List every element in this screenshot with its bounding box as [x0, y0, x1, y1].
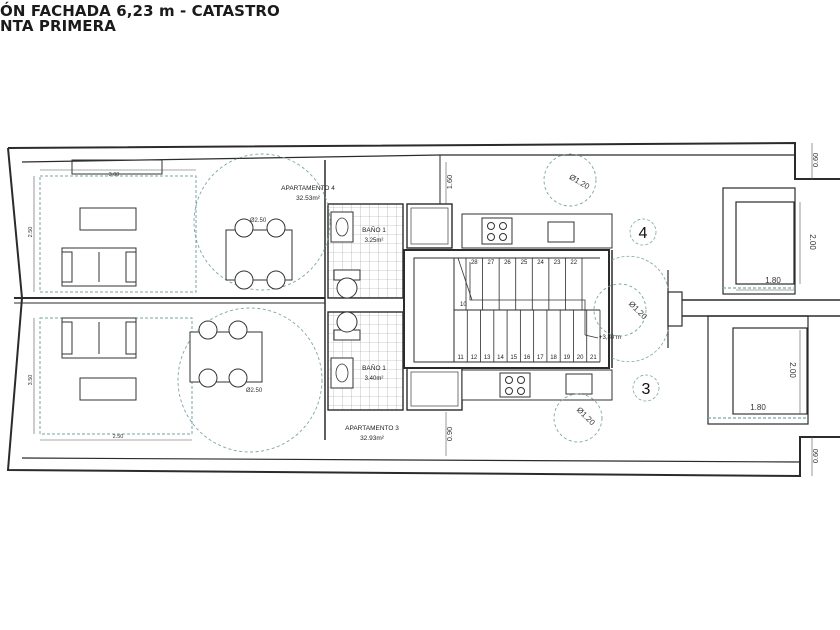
- stair-step-number: 15: [510, 355, 517, 361]
- apartment-4-name: APARTAMENTO 4: [281, 185, 335, 192]
- kitchen-bottom: [461, 369, 613, 401]
- dim-width-bottom: 2.50: [113, 434, 124, 440]
- unit-number-3-label: 3: [642, 381, 651, 398]
- stair-step-labels-bottom: 11 12 13 14 15 16 17 18 19 20 21: [458, 355, 598, 361]
- dining-bottom: [189, 320, 263, 388]
- dim-balcony-bottom-h: 2.00: [788, 362, 797, 378]
- stair-step-number: 23: [554, 260, 561, 266]
- stair-step-number: 22: [570, 260, 577, 266]
- stair-step-number: 18: [550, 355, 557, 361]
- bathroom-bottom-area: 3.40m²: [365, 376, 384, 382]
- plan-subtitle: NTA PRIMERA: [0, 17, 117, 35]
- stair-step-number: 21: [590, 355, 597, 361]
- living-top: [39, 159, 197, 293]
- living-bottom: [39, 317, 193, 435]
- unit-number-4-label: 4: [639, 225, 648, 242]
- dim-balcony-bottom-w: 1.80: [750, 403, 766, 412]
- stair-step-number: 19: [563, 355, 570, 361]
- apartment-3-area: 32.93m²: [360, 435, 385, 442]
- stair-step-number: 11: [458, 355, 465, 361]
- stair-landing-label: 10: [460, 302, 467, 308]
- dim-circle-dining-top: Ø2.50: [250, 218, 267, 224]
- dim-turning-bottom: Ø1.20: [575, 405, 597, 427]
- party-wall: [14, 160, 326, 440]
- balcony-top: [722, 187, 796, 295]
- apartment-3-name: APARTAMENTO 3: [345, 425, 399, 432]
- dim-setback-top: 0.60: [811, 153, 820, 168]
- stair-step-number: 14: [497, 355, 504, 361]
- kitchen-top: [461, 213, 613, 249]
- unit-number-3: 3: [632, 374, 660, 402]
- stair-step-number: 16: [524, 355, 531, 361]
- stair-treads: [453, 258, 601, 362]
- bathroom-top-name: BAÑO 1: [362, 225, 386, 234]
- dimension-lines: [33, 143, 813, 476]
- building-outline: [6, 141, 840, 478]
- bathroom-bottom: [327, 311, 463, 411]
- stair-arrow: [457, 257, 599, 339]
- clearance-circles: [177, 153, 647, 453]
- dim-height-left-top: 2.50: [28, 227, 34, 238]
- door-arcs: [611, 255, 669, 363]
- dining-top: [225, 218, 293, 290]
- stair-core: [403, 249, 610, 369]
- stair-step-number: 13: [484, 355, 491, 361]
- bathroom-top-area: 3.25m²: [365, 238, 384, 244]
- dim-turning-top: Ø1.20: [568, 172, 592, 191]
- stair-step-number: 12: [471, 355, 478, 361]
- dim-balcony-top-w: 1.80: [765, 276, 781, 285]
- bathroom-bottom-name: BAÑO 1: [362, 363, 386, 372]
- title-block: ÓN FACHADA 6,23 m - CATASTRO NTA PRIMERA: [0, 4, 280, 34]
- stair-step-number: 25: [521, 260, 528, 266]
- apartment-4-area: 32.53m²: [296, 195, 321, 202]
- stair-step-number: 20: [577, 355, 584, 361]
- dim-height-left-bottom: 3.50: [28, 375, 34, 386]
- dim-corridor-bottom: 0.90: [445, 427, 454, 442]
- dim-balcony-top-h: 2.00: [808, 234, 817, 250]
- stair-step-number: 28: [471, 260, 478, 266]
- plan-title: ÓN FACHADA 6,23 m - CATASTRO: [0, 2, 280, 20]
- unit-number-4: 4: [629, 218, 657, 246]
- core-partitions: [439, 155, 840, 368]
- stair-step-number: 26: [504, 260, 511, 266]
- stair-step-number: 17: [537, 355, 544, 361]
- stair-level-label: +3,80 m: [599, 335, 621, 341]
- bathroom-top: [327, 203, 453, 299]
- stair-step-number: 27: [488, 260, 495, 266]
- stair-step-number: 24: [537, 260, 544, 266]
- dim-width-top: 3.00: [109, 172, 120, 178]
- dim-setback-bottom: 0.60: [811, 449, 820, 464]
- stair-step-labels-top: 28 27 26 25 24 23 22: [471, 260, 578, 266]
- dim-corridor-top: 1.60: [445, 175, 454, 190]
- dim-circle-dining-bottom: Ø2.50: [246, 388, 263, 394]
